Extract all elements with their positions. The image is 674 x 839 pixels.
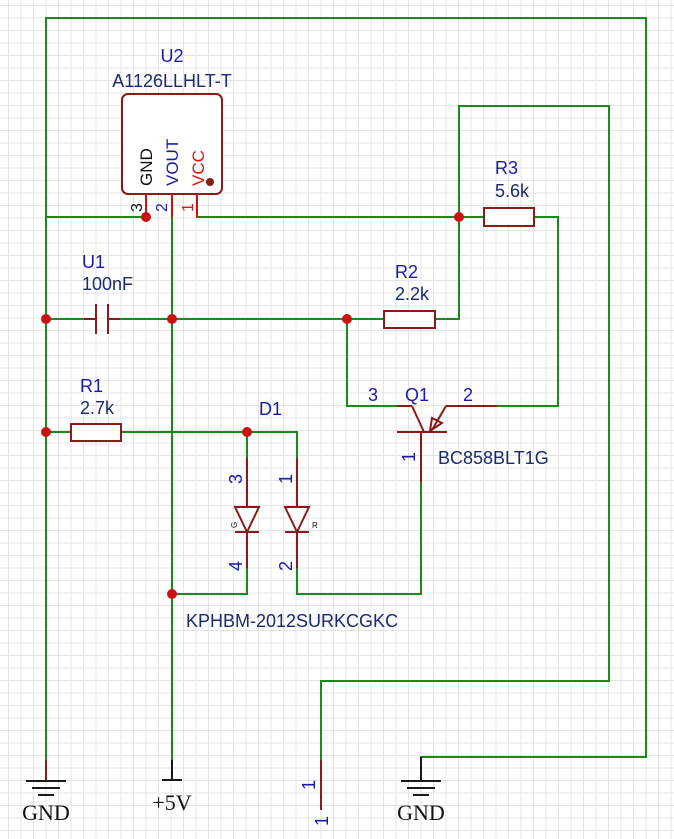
q1-pin1-number: 1	[399, 452, 419, 462]
q1-designator: Q1	[405, 385, 429, 405]
u2-designator: U2	[160, 46, 183, 66]
d1-pin1-number: 1	[276, 474, 296, 484]
q1-collector-diag	[411, 405, 425, 433]
junction-dot	[41, 427, 51, 437]
wire-r2-out	[434, 216, 460, 320]
u2-pin1-marker	[206, 178, 214, 186]
gnd-symbol-left[interactable]: GND	[22, 760, 70, 825]
r1-body	[70, 423, 122, 442]
gnd-symbol-right[interactable]: GND	[397, 757, 445, 825]
wires	[45, 17, 647, 776]
r3-body	[483, 207, 535, 227]
vcc-symbol[interactable]: +5V	[152, 760, 192, 815]
r1-designator: R1	[80, 376, 103, 396]
r2-designator: R2	[395, 262, 418, 282]
u2-pin1-number: 1	[180, 203, 197, 212]
gnd-left-label: GND	[22, 800, 70, 825]
r3-resistor[interactable]: R3 5.6k	[483, 158, 535, 227]
u2-component[interactable]: U2 A1126LLHLT-T GND VOUT VCC 3 2 1	[112, 46, 232, 217]
u1-value: 100nF	[82, 274, 133, 294]
junction-dot	[141, 212, 151, 222]
d1-value: KPHBM-2012SURKCGKC	[186, 611, 398, 631]
r2-value: 2.2k	[395, 284, 430, 304]
wire-r3-out	[496, 216, 559, 407]
junction-dot	[167, 314, 177, 324]
d1-designator: D1	[259, 399, 282, 419]
wire-top-loop	[45, 17, 647, 776]
wire-q1-collector	[346, 318, 398, 407]
d1-pin4-number: 4	[226, 561, 246, 571]
r3-designator: R3	[495, 158, 518, 178]
junction-dot	[454, 212, 464, 222]
d1-red-label: R	[312, 521, 318, 530]
junction-dot	[167, 589, 177, 599]
r1-resistor[interactable]: R1 2.7k	[70, 376, 122, 442]
vcc-label: +5V	[152, 790, 191, 815]
junction-dot	[342, 314, 352, 324]
junctions	[41, 212, 464, 599]
junction-dot	[41, 314, 51, 324]
connector-designator-pin: 1	[312, 816, 332, 826]
d1-pin3-number: 3	[226, 474, 246, 484]
d1-led[interactable]: G R D1 KPHBM-2012SURKCGKC 3 4 1 2	[186, 399, 398, 631]
q1-transistor[interactable]: Q1 BC858BLT1G 3 2 1	[368, 385, 549, 482]
d1-green-diode	[233, 506, 261, 535]
u2-pin-vcc-label: VCC	[189, 150, 208, 186]
wire-d1-g-bottom	[171, 567, 248, 595]
q1-emitter-arrow	[428, 416, 444, 434]
u2-pin3-number: 3	[129, 203, 146, 212]
q1-emitter-diag	[431, 405, 447, 431]
d1-red-diode	[283, 506, 311, 535]
u2-value: A1126LLHLT-T	[112, 71, 231, 91]
u2-pin2-number: 2	[154, 203, 171, 212]
r2-body	[383, 310, 436, 329]
q1-value: BC858BLT1G	[438, 448, 549, 468]
u1-capacitor[interactable]: U1 100nF	[82, 252, 133, 334]
wire-d1-r-bottom	[296, 481, 422, 595]
r3-value: 5.6k	[495, 181, 530, 201]
r1-value: 2.7k	[80, 398, 115, 418]
gnd-right-label: GND	[397, 800, 445, 825]
u2-pin-vout-label: VOUT	[163, 139, 182, 186]
junction-dot	[242, 427, 252, 437]
q1-pin2-number: 2	[463, 385, 473, 405]
connector-pin[interactable]: 1 1	[299, 760, 332, 826]
u2-pin-gnd-label: GND	[137, 148, 156, 186]
q1-pin3-number: 3	[368, 385, 378, 405]
u1-designator: U1	[82, 252, 105, 272]
wire-r1-right	[120, 431, 298, 459]
r2-resistor[interactable]: R2 2.2k	[383, 262, 436, 329]
wire-r3-loop	[320, 105, 610, 761]
d1-pin2-number: 2	[276, 561, 296, 571]
connector-pin-number: 1	[299, 780, 319, 790]
d1-green-label: G	[230, 522, 239, 528]
